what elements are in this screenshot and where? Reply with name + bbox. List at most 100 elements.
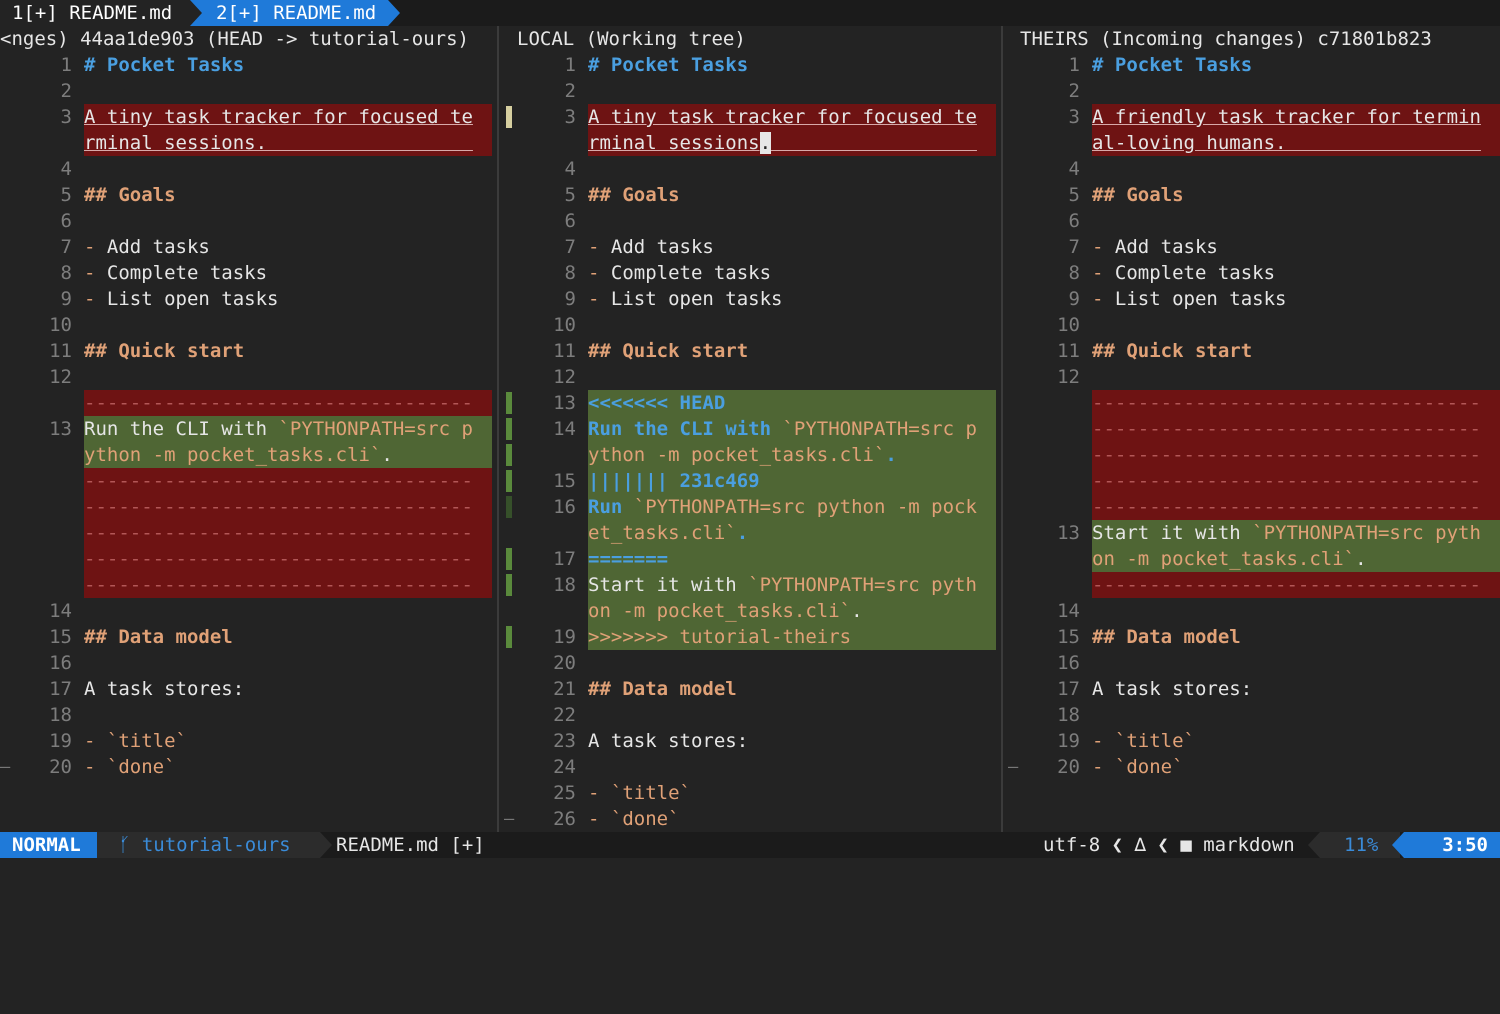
line-text[interactable]: - Complete tasks	[84, 260, 492, 286]
diff-added-line[interactable]: Start it with `PYTHONPATH=src pyth	[588, 572, 996, 598]
buffer-line[interactable]: 19- `title`	[0, 728, 497, 754]
diff-added-line[interactable]: Start it with `PYTHONPATH=src pyth	[1092, 520, 1500, 546]
buffer-line[interactable]: 7- Add tasks	[0, 234, 497, 260]
buffer-line[interactable]: 13<<<<<<< HEAD	[499, 390, 1001, 416]
buffer-line[interactable]: 18	[1003, 702, 1500, 728]
diff-added-line[interactable]: on -m pocket_tasks.cli`.	[1092, 546, 1500, 572]
line-text[interactable]: # Pocket Tasks	[84, 52, 492, 78]
line-text[interactable]: - `done`	[588, 806, 996, 832]
buffer-line[interactable]: 22	[499, 702, 1001, 728]
line-text[interactable]	[84, 208, 492, 234]
buffer-line[interactable]: 6	[499, 208, 1001, 234]
line-text[interactable]	[588, 702, 996, 728]
buffer-line[interactable]: 19>>>>>>> tutorial-theirs	[499, 624, 1001, 650]
buffer-line[interactable]: 14	[1003, 598, 1500, 624]
buffer-line[interactable]: 25- `title`	[499, 780, 1001, 806]
buffer-line[interactable]: 18	[0, 702, 497, 728]
line-text[interactable]: # Pocket Tasks	[1092, 52, 1500, 78]
line-text[interactable]: # Pocket Tasks	[588, 52, 996, 78]
buffer-line[interactable]: 4	[0, 156, 497, 182]
diff-changed-line[interactable]: al-loving humans.	[1092, 130, 1500, 156]
line-text[interactable]	[588, 156, 996, 182]
line-text[interactable]: - `title`	[588, 780, 996, 806]
buffer-line[interactable]: 12	[0, 364, 497, 390]
diff-changed-line[interactable]: ----------------------------------	[1092, 442, 1500, 468]
pane-divider[interactable]	[1001, 26, 1003, 832]
buffer-line[interactable]: ----------------------------------	[1003, 442, 1500, 468]
line-text[interactable]	[84, 364, 492, 390]
buffer-line[interactable]: 6	[1003, 208, 1500, 234]
diff-changed-line[interactable]: A tiny task tracker for focused te	[588, 104, 996, 130]
buffer-line[interactable]: 7- Add tasks	[499, 234, 1001, 260]
line-text[interactable]	[84, 598, 492, 624]
diff-changed-line[interactable]: ----------------------------------	[84, 390, 492, 416]
buffer-line[interactable]: 15## Data model	[1003, 624, 1500, 650]
buffer-line[interactable]: ----------------------------------	[1003, 494, 1500, 520]
buffer-line[interactable]: 20	[499, 650, 1001, 676]
line-text[interactable]	[588, 650, 996, 676]
buffer-line[interactable]: 8- Complete tasks	[499, 260, 1001, 286]
pane-theirs[interactable]: THEIRS (Incoming changes) c71801b823 1# …	[1003, 26, 1500, 832]
buffer-line[interactable]: 10	[499, 312, 1001, 338]
line-text[interactable]	[1092, 598, 1500, 624]
buffer-line[interactable]: 9- List open tasks	[0, 286, 497, 312]
buffer-line[interactable]: ython -m pocket_tasks.cli`.	[0, 442, 497, 468]
line-text[interactable]: - `done`	[1092, 754, 1500, 780]
line-text[interactable]	[588, 78, 996, 104]
line-text[interactable]	[588, 364, 996, 390]
line-text[interactable]: - Add tasks	[84, 234, 492, 260]
buffer-line[interactable]: 17=======	[499, 546, 1001, 572]
line-text[interactable]	[1092, 312, 1500, 338]
diff-changed-line[interactable]: ----------------------------------	[1092, 390, 1500, 416]
buffer-line[interactable]: 11## Quick start	[499, 338, 1001, 364]
diff-changed-line[interactable]: A friendly task tracker for termin	[1092, 104, 1500, 130]
diff-changed-line[interactable]: rminal sessions.	[588, 130, 996, 156]
line-text[interactable]: - Add tasks	[1092, 234, 1500, 260]
diff-added-line[interactable]: Run the CLI with `PYTHONPATH=src p	[588, 416, 996, 442]
diff-changed-line[interactable]: ----------------------------------	[1092, 572, 1500, 598]
buffer-line[interactable]: 9- List open tasks	[499, 286, 1001, 312]
line-text[interactable]: - `title`	[84, 728, 492, 754]
command-line[interactable]	[0, 858, 1500, 885]
buffer-line[interactable]: 11## Quick start	[1003, 338, 1500, 364]
line-text[interactable]	[1092, 364, 1500, 390]
line-text[interactable]: A task stores:	[84, 676, 492, 702]
diff-added-line[interactable]: Run `PYTHONPATH=src python -m pock	[588, 494, 996, 520]
buffer-line[interactable]: –26- `done`	[499, 806, 1001, 832]
pane-divider[interactable]	[497, 26, 499, 832]
line-text[interactable]	[1092, 650, 1500, 676]
line-text[interactable]: - Complete tasks	[1092, 260, 1500, 286]
line-text[interactable]	[84, 78, 492, 104]
buffer-line[interactable]: 11## Quick start	[0, 338, 497, 364]
buffer-line[interactable]: 19- `title`	[1003, 728, 1500, 754]
buffer-line[interactable]: 5## Goals	[1003, 182, 1500, 208]
diff-changed-line[interactable]: A tiny task tracker for focused te	[84, 104, 492, 130]
buffer-line[interactable]: ----------------------------------	[0, 390, 497, 416]
buffer-line[interactable]: 10	[1003, 312, 1500, 338]
buffer-line[interactable]: 21## Data model	[499, 676, 1001, 702]
buffer-line[interactable]: ----------------------------------	[1003, 468, 1500, 494]
diff-added-line[interactable]: on -m pocket_tasks.cli`.	[588, 598, 996, 624]
line-text[interactable]: A task stores:	[1092, 676, 1500, 702]
line-text[interactable]	[1092, 78, 1500, 104]
buffer-line[interactable]: ----------------------------------	[0, 468, 497, 494]
buffer-line[interactable]: 8- Complete tasks	[0, 260, 497, 286]
diff-added-line[interactable]: ython -m pocket_tasks.cli`.	[588, 442, 996, 468]
line-text[interactable]: A task stores:	[588, 728, 996, 754]
diff-changed-line[interactable]: ----------------------------------	[84, 494, 492, 520]
buffer-line[interactable]: 16	[1003, 650, 1500, 676]
buffer-line[interactable]: al-loving humans.	[1003, 130, 1500, 156]
line-text[interactable]	[1092, 702, 1500, 728]
line-text[interactable]: - Add tasks	[588, 234, 996, 260]
buffer-line[interactable]: ----------------------------------	[0, 520, 497, 546]
buffer-line[interactable]: 15## Data model	[0, 624, 497, 650]
tab-readme-2[interactable]: 2[+] README.md	[190, 0, 400, 26]
line-text[interactable]	[588, 312, 996, 338]
